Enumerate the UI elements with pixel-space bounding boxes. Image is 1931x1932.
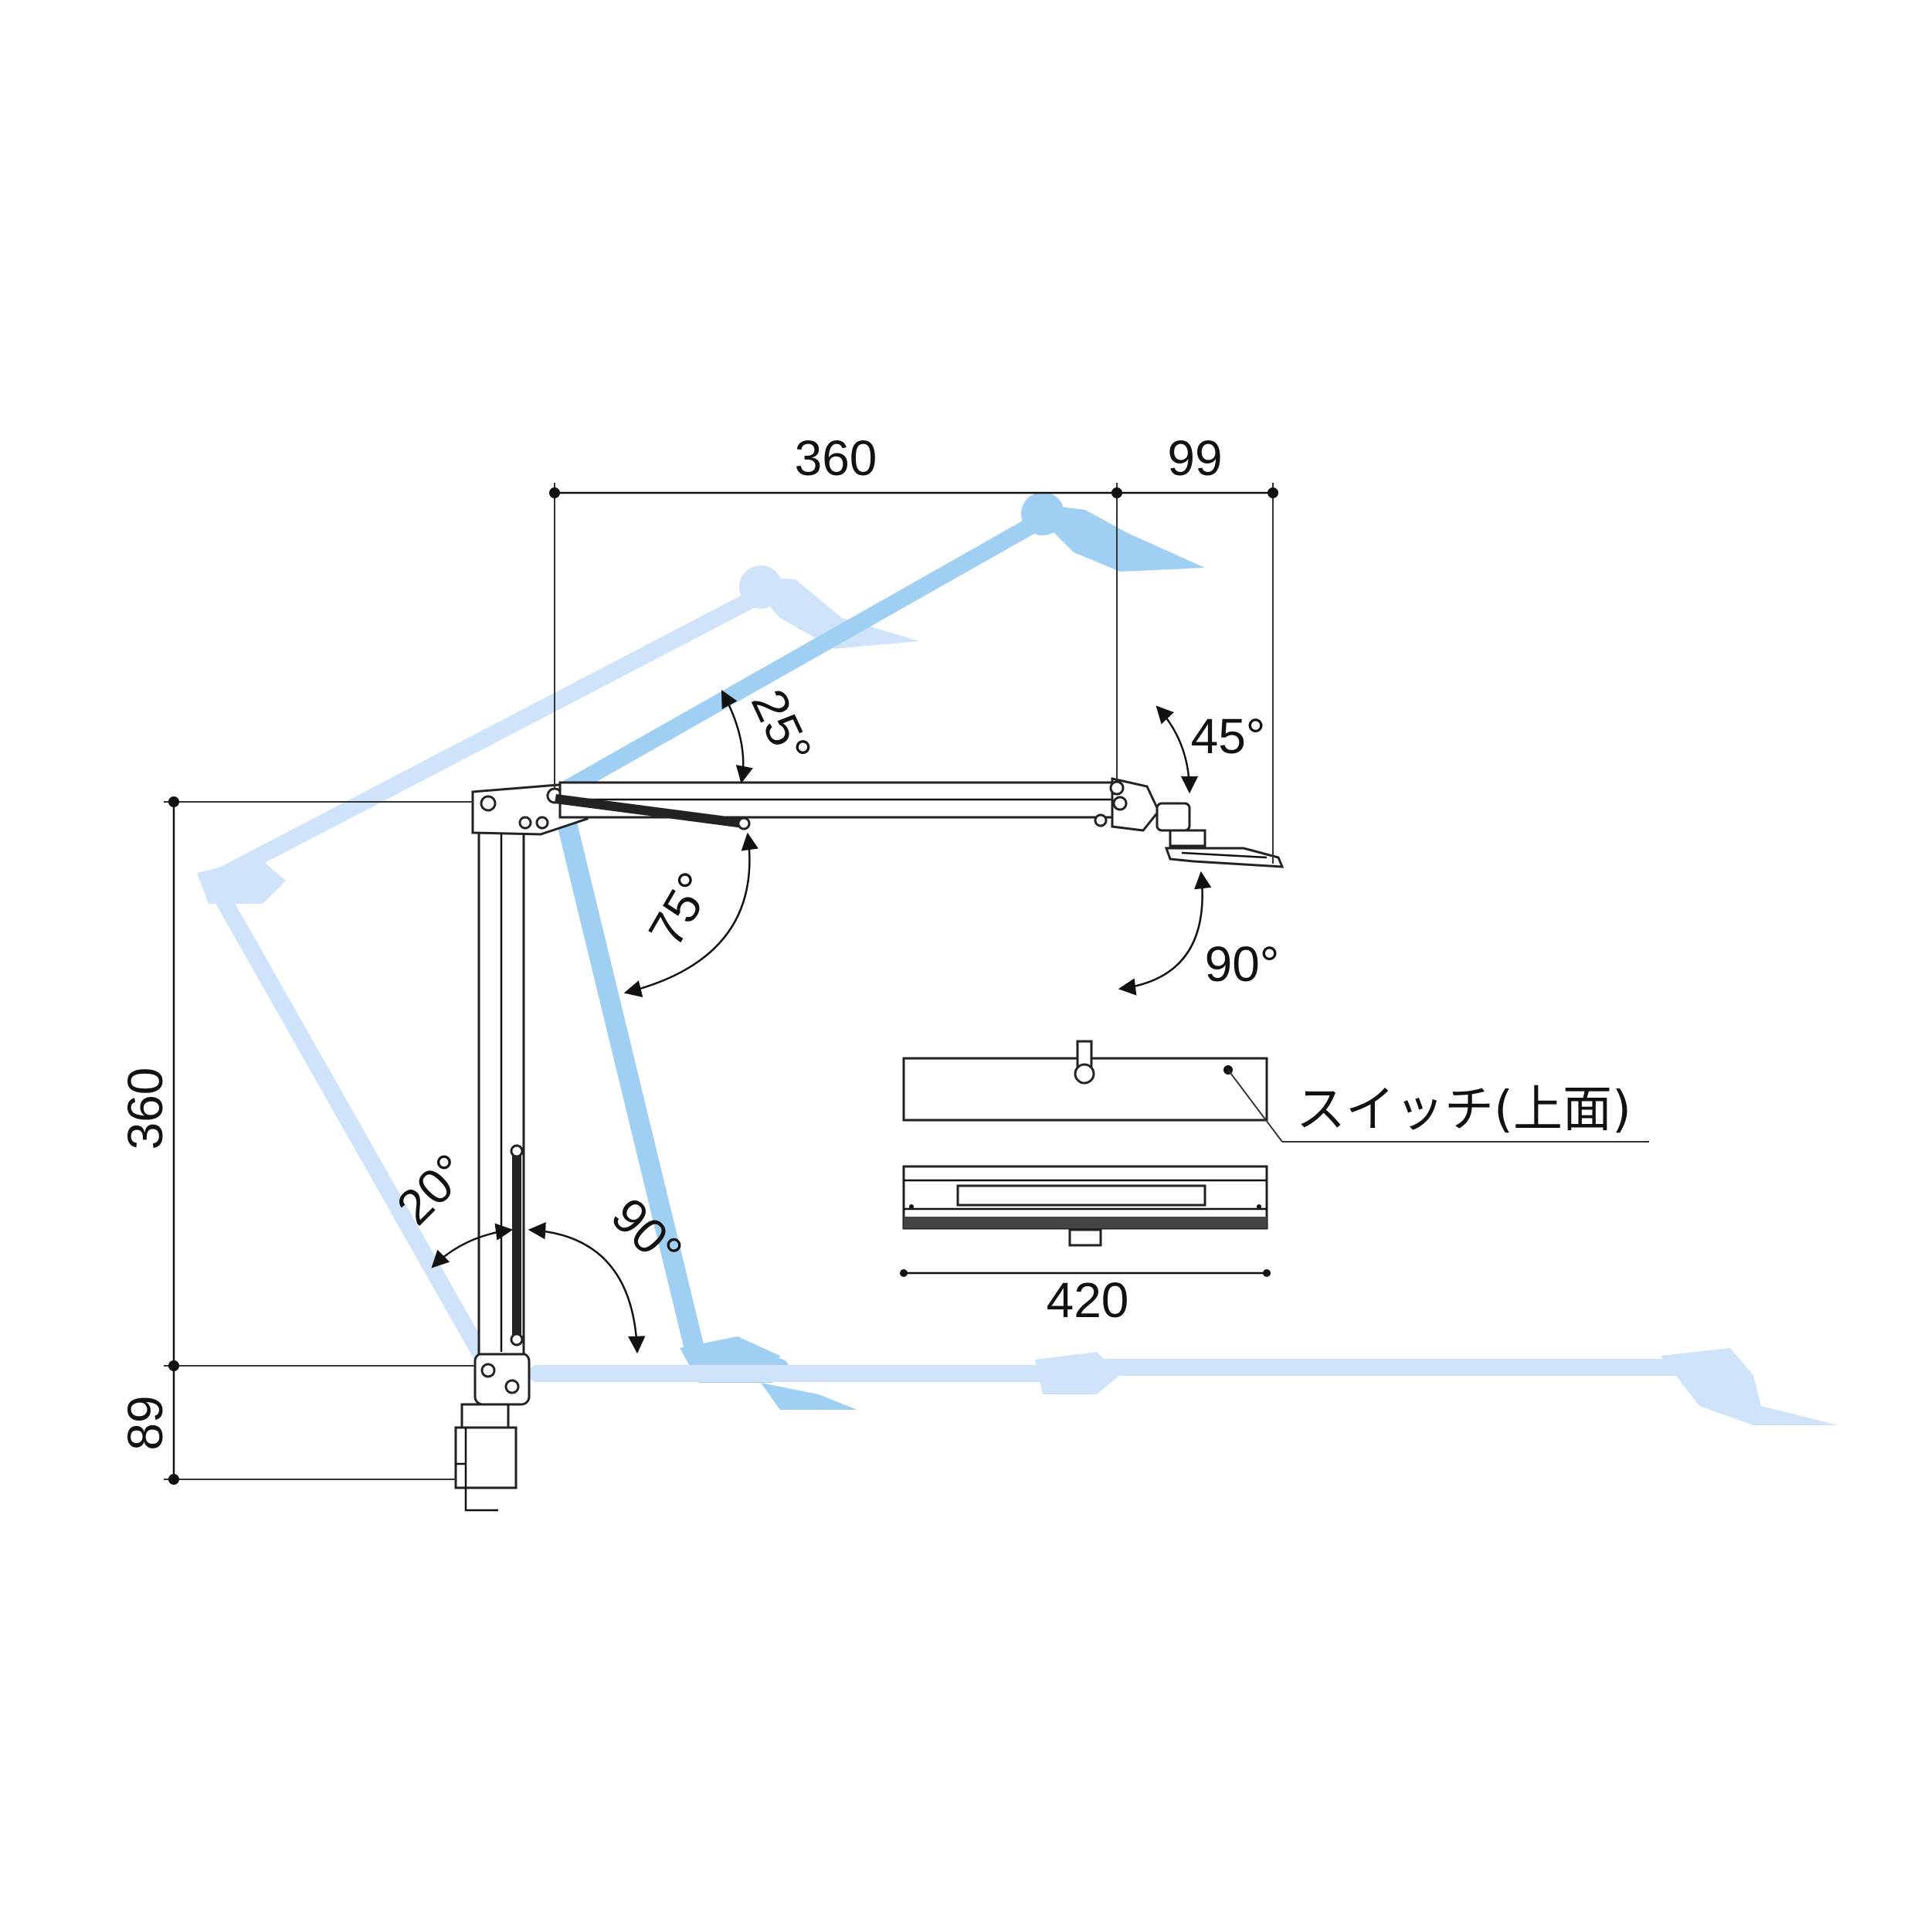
dimension-lines (164, 483, 1278, 1485)
head-joint (1111, 777, 1160, 832)
head-bottom-view (902, 1165, 1268, 1247)
arc-20 (431, 1223, 514, 1268)
ghost-arm-forward (558, 817, 857, 1410)
dim-420: 420 (1047, 1272, 1129, 1328)
dim-360-top: 360 (795, 430, 877, 486)
base-pivot (480, 1363, 496, 1378)
ghost-positions (197, 492, 1838, 1425)
ghost-extended-flat (528, 1348, 1838, 1425)
lamp-main (454, 777, 1285, 1512)
angle-arcs (431, 690, 1212, 1354)
angle-75: 75° (638, 863, 724, 956)
arc-25 (721, 690, 753, 784)
arc-45 (1156, 705, 1199, 794)
head-top-view (902, 1040, 1649, 1143)
angle-45: 45° (1191, 708, 1266, 764)
angle-90-head: 90° (1205, 936, 1280, 992)
arc-90-head (1118, 871, 1212, 996)
arc-75 (623, 832, 758, 997)
angle-25: 25° (741, 681, 823, 772)
arc-90-pole (528, 1221, 646, 1354)
dim-99: 99 (1167, 430, 1222, 486)
ghost-folded-back (197, 565, 919, 1380)
base-joint (473, 1352, 531, 1406)
dim-89: 89 (117, 1395, 173, 1450)
ghost-arm-raised (546, 492, 1205, 804)
base-pivot (504, 1379, 520, 1394)
arm-spring (555, 794, 745, 828)
pole-spring (512, 1155, 521, 1336)
labels: 360 99 360 89 420 25° 45° 75° 90° 20° 90… (117, 430, 1631, 1451)
switch-label: スイッチ(上面) (1296, 1081, 1631, 1139)
clamp (454, 1403, 518, 1512)
dim-360-left: 360 (117, 1068, 173, 1150)
